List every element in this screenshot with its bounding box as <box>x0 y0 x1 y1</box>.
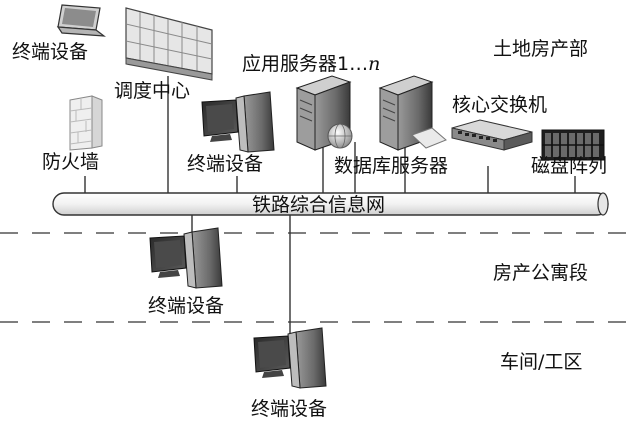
connector-lines <box>84 76 576 350</box>
zone-workshop: 车间/工区 <box>500 351 583 373</box>
firewall-label: 防火墙 <box>42 151 100 173</box>
server-tower-icon <box>378 75 447 151</box>
dispatch-center-label: 调度中心 <box>114 80 191 102</box>
app-servers-label: 应用服务器1…n <box>242 53 381 75</box>
backbone-network <box>52 192 609 216</box>
laptop-terminal-label: 终端设备 <box>12 41 89 63</box>
desktop-computer-icon <box>253 327 327 389</box>
zone-housing-section: 房产公寓段 <box>493 262 589 284</box>
core-switch-label: 核心交换机 <box>452 94 548 116</box>
database-server-label: 数据库服务器 <box>334 155 449 177</box>
dept-terminal-label: 终端设备 <box>187 153 264 175</box>
desktop-computer-icon <box>201 91 275 153</box>
zone-land-housing-dept: 土地房产部 <box>493 38 589 60</box>
globe-icon <box>327 123 353 149</box>
laptop-icon <box>56 4 106 37</box>
desktop-computer-icon <box>149 227 223 289</box>
firewall-icon <box>69 95 103 151</box>
workshop-terminal-label: 终端设备 <box>251 398 328 420</box>
disk-array-label: 磁盘阵列 <box>531 155 608 177</box>
disk-array-icon <box>541 129 605 161</box>
network-switch-icon <box>451 119 533 151</box>
backbone-label: 铁路综合信息网 <box>252 194 386 216</box>
video-wall-icon <box>125 7 213 81</box>
section-terminal-label: 终端设备 <box>148 295 225 317</box>
